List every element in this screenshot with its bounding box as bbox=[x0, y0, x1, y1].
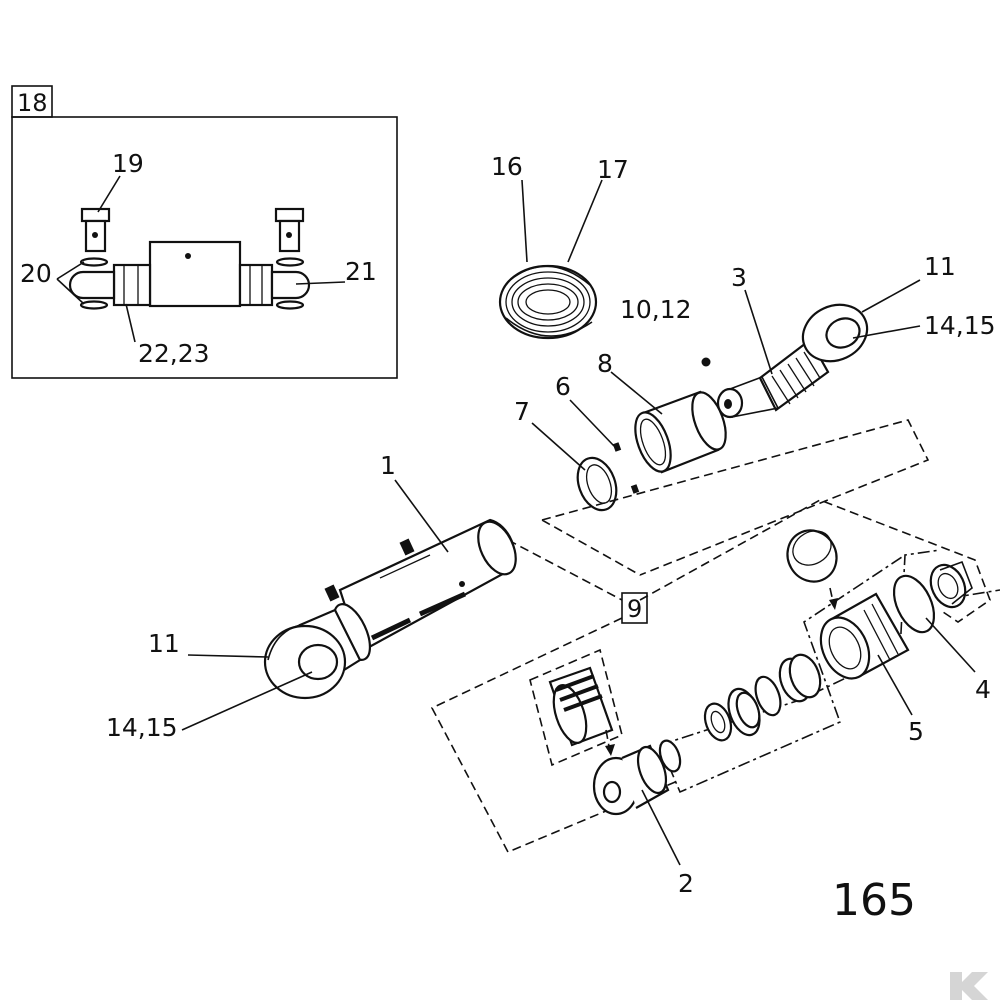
retaining-ring bbox=[576, 456, 618, 512]
callout-21: 21 bbox=[345, 257, 377, 286]
gland-nut bbox=[548, 666, 614, 747]
piston bbox=[819, 592, 910, 680]
piston-wear-ring bbox=[786, 529, 838, 583]
callout-11-left: 11 bbox=[148, 629, 180, 658]
cylinder-barrel: 1 11 14,15 bbox=[106, 451, 517, 742]
guide-bushing bbox=[634, 390, 727, 474]
inset-label-box bbox=[11, 85, 53, 118]
callout-22-23: 22,23 bbox=[138, 339, 210, 368]
callout-7: 7 bbox=[514, 397, 530, 426]
callout-14-15-left: 14,15 bbox=[106, 713, 178, 742]
callout-1: 1 bbox=[380, 451, 396, 480]
inset-label: 18 bbox=[17, 89, 48, 117]
callout-4: 4 bbox=[975, 675, 991, 704]
grouping-lines bbox=[430, 419, 991, 854]
page-number: 165 bbox=[832, 875, 916, 926]
right-fitting bbox=[238, 263, 274, 307]
callout-11-top: 11 bbox=[924, 252, 956, 281]
callout-5: 5 bbox=[908, 717, 924, 746]
callout-14-15-top: 14,15 bbox=[924, 311, 996, 340]
brand-logo-watermark bbox=[950, 972, 988, 1000]
rubber-boot bbox=[498, 264, 598, 340]
callout-3: 3 bbox=[731, 263, 747, 292]
cylinder-head bbox=[592, 744, 670, 816]
valve-body bbox=[148, 240, 242, 308]
seal-kit-label-box bbox=[621, 592, 648, 624]
rod-assembly: 16 17 10,12 3 11 14,15 8 6 7 bbox=[491, 152, 996, 512]
inset-valve-assembly: 18 19 20 21 22,2 bbox=[11, 85, 398, 379]
seal-kit-parts: 2 5 4 bbox=[529, 529, 1000, 898]
rod-eye bbox=[716, 303, 869, 419]
grease-nipple-10-12 bbox=[701, 357, 711, 367]
seal-kit-label: 9 bbox=[627, 595, 642, 623]
callout-2: 2 bbox=[678, 869, 694, 898]
callout-20: 20 bbox=[20, 259, 52, 288]
callout-8: 8 bbox=[597, 349, 613, 378]
piston-nut bbox=[929, 560, 973, 609]
callout-10-12: 10,12 bbox=[620, 295, 692, 324]
left-fitting bbox=[112, 263, 152, 307]
callout-19: 19 bbox=[112, 149, 144, 178]
callout-17: 17 bbox=[597, 155, 629, 184]
callout-6: 6 bbox=[555, 372, 571, 401]
callout-16: 16 bbox=[491, 152, 523, 181]
